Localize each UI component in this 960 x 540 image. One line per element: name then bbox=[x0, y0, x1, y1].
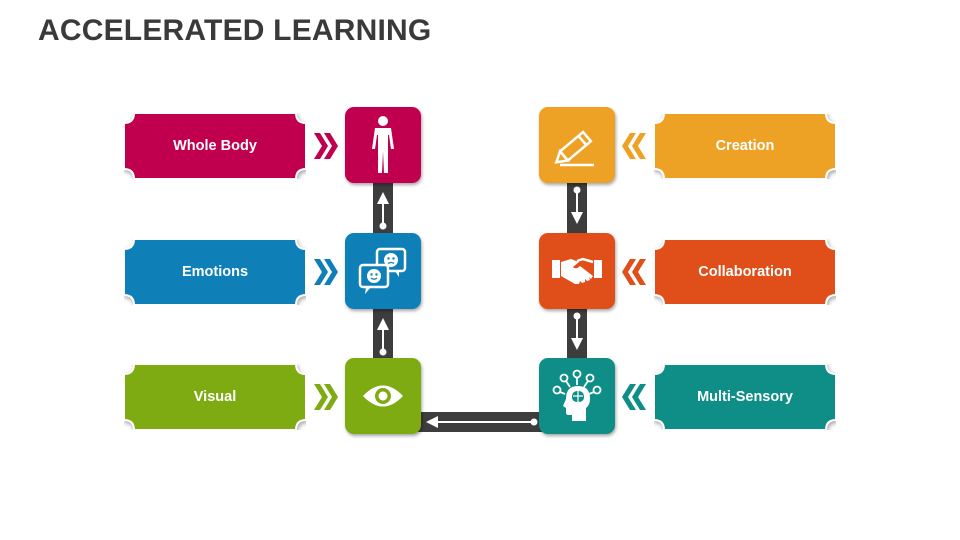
brain-head-icon bbox=[552, 369, 602, 421]
chevron-left-icon bbox=[622, 133, 646, 159]
handshake-icon bbox=[552, 257, 602, 284]
chevron-right-icon bbox=[314, 259, 338, 285]
chevron-left-icon bbox=[622, 259, 646, 285]
tile-visual bbox=[345, 358, 421, 434]
label-visual-text: Visual bbox=[193, 389, 237, 405]
chevron-right-icon bbox=[314, 133, 338, 159]
tile-creation bbox=[539, 107, 615, 183]
label-collaboration-text: Collaboration bbox=[698, 264, 792, 280]
label-collaboration: Collaboration bbox=[654, 239, 836, 305]
tile-collaboration bbox=[539, 233, 615, 309]
label-multi-sensory-text: Multi-Sensory bbox=[697, 389, 793, 405]
chat-faces-icon bbox=[358, 247, 407, 294]
chevron-right-icon bbox=[314, 384, 338, 410]
tile-multi-sensory bbox=[539, 358, 615, 434]
label-creation: Creation bbox=[654, 113, 836, 179]
label-emotions-text: Emotions bbox=[181, 264, 249, 280]
label-visual: Visual bbox=[124, 364, 306, 430]
tile-whole-body bbox=[345, 107, 421, 183]
label-whole-body: Whole Body bbox=[124, 113, 306, 179]
tile-emotions bbox=[345, 233, 421, 309]
human-figure-icon bbox=[372, 116, 394, 173]
chevron-left-icon bbox=[622, 384, 646, 410]
label-emotions: Emotions bbox=[124, 239, 306, 305]
pencil-icon bbox=[554, 130, 594, 167]
label-multi-sensory: Multi-Sensory bbox=[654, 364, 836, 430]
eye-icon bbox=[363, 385, 403, 407]
label-whole-body-text: Whole Body bbox=[173, 138, 257, 154]
label-creation-text: Creation bbox=[715, 138, 775, 154]
page-title: ACCELERATED LEARNING bbox=[38, 14, 432, 47]
